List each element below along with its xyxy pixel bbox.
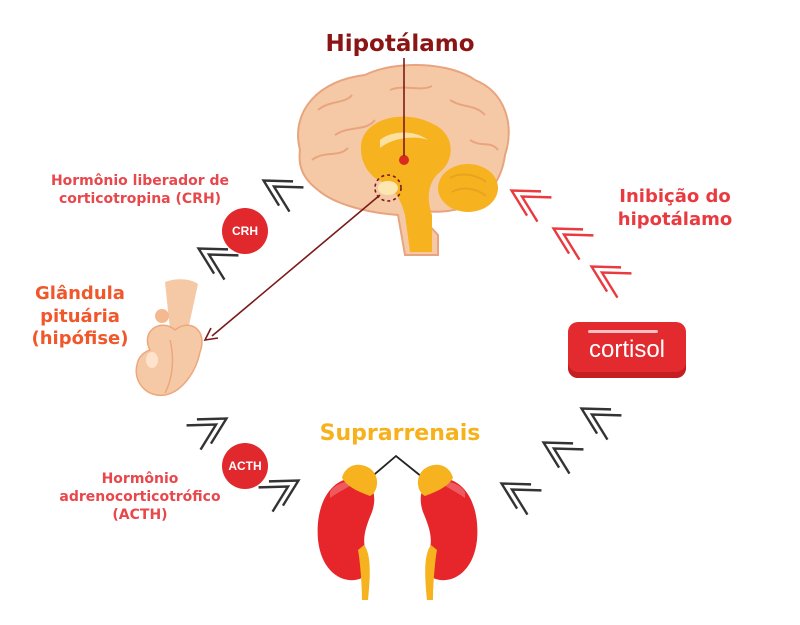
crh-label-line2: corticotropina (CRH)	[58, 191, 222, 208]
acth-label-line3: (ACTH)	[112, 507, 168, 524]
inhibition-label-line2: hipotálamo	[617, 209, 733, 231]
inhibition-label: Inibição do hipotálamo	[590, 185, 760, 232]
hypothalamus-title: Hipotálamo	[325, 31, 475, 57]
crh-badge: CRH	[222, 208, 268, 254]
kidney-icon	[317, 464, 378, 600]
release-arrow	[203, 194, 381, 342]
kidney-icon	[417, 464, 478, 600]
acth-badge: ACTH	[222, 443, 268, 489]
crh-label-line1: Hormônio liberador de	[50, 173, 230, 189]
pituitary-label-line3: (hipófise)	[31, 328, 129, 349]
acth-label-line1: Hormônio	[101, 471, 179, 487]
cortisol-pill: cortisol	[568, 322, 686, 378]
pituitary-label-line2: pituária	[40, 305, 120, 327]
adrenals-label: Suprarrenais	[319, 421, 481, 446]
inhibition-label-line1: Inibição do	[619, 186, 731, 207]
acth-label-line2: adrenocorticotrófico	[59, 489, 221, 506]
crh-label: Hormônio liberador de corticotropina (CR…	[20, 172, 260, 208]
brain-icon	[297, 63, 510, 256]
pituitary-label: Glândula pituária (hipófise)	[10, 283, 150, 351]
acth-label: Hormônio adrenocorticotrófico (ACTH)	[30, 470, 250, 525]
pituitary-gland-icon	[135, 279, 203, 396]
pituitary-label-line1: Glândula	[35, 283, 125, 304]
